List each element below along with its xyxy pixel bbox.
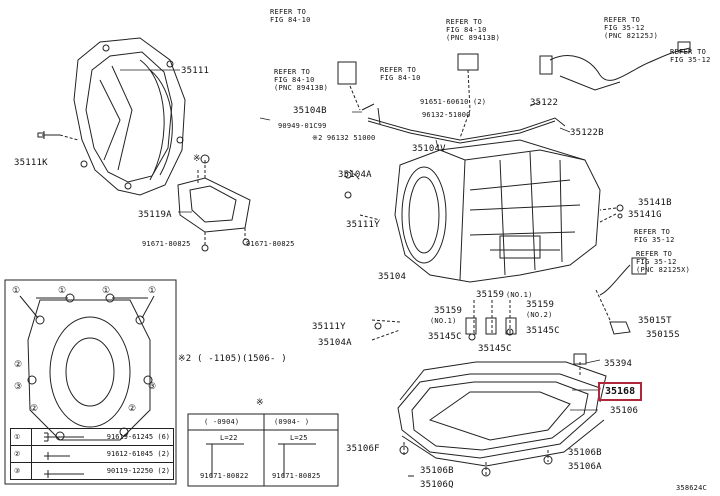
part-35145C-c: 35145C — [526, 326, 560, 336]
callout-1-c: ① — [58, 286, 67, 296]
note-2-marker: ※2 — [178, 354, 192, 364]
legend-num: ② — [10, 445, 32, 463]
part-35122: 35122 — [530, 98, 559, 108]
part-35159-b-sub: (NO.1) — [506, 291, 533, 299]
date-range-note: ※2 ( -1105)(1506- ) — [178, 354, 287, 364]
part-35104B: 35104B — [293, 106, 327, 116]
ref-fig-84-10-d: REFER TO FIG 84-10 — [380, 66, 421, 82]
part-35106Q: 35106Q — [420, 480, 454, 490]
ref-fig-84-10-b: REFER TO FIG 84-10 (PNC 89413B) — [446, 18, 501, 42]
callout-3-a: ③ — [14, 382, 23, 392]
ref-fig-35-12-a: REFER TO FIG 35-12 (PNC 82125J) — [604, 16, 659, 40]
bolt-91671-80822: 91671-80822 — [200, 472, 249, 480]
transmission-case-outline — [394, 139, 601, 283]
part-35106B-a: 35106B — [420, 466, 454, 476]
bell-housing-outline — [73, 37, 186, 196]
part-91671-left: 91671-80825 — [142, 240, 191, 248]
inset-header-a: ( -0904) — [204, 418, 240, 426]
bracket-outline — [177, 177, 251, 233]
part-35015T: 35015T — [638, 316, 672, 326]
part-35104V: 35104V — [412, 144, 446, 154]
part-35159-b: 35159 — [476, 290, 505, 300]
part-90949: 90949-01C99 — [278, 122, 327, 130]
part-35111K: 35111K — [14, 158, 48, 168]
part-35111Y-top: 35111Y — [346, 220, 380, 230]
legend-num: ③ — [10, 462, 32, 480]
legend-part: 91612-61045 (2) — [31, 445, 174, 463]
part-35159-c: 35159 — [526, 300, 555, 310]
legend-row: ② 91612-61045 (2) — [10, 445, 174, 463]
asterisk-note: ※ — [193, 154, 201, 164]
callout-2-a: ② — [14, 360, 23, 370]
callout-1-b: ① — [148, 286, 157, 296]
part-35111Y-bottom: 35111Y — [312, 322, 346, 332]
part-35015S: 35015S — [646, 330, 680, 340]
ref-fig-35-12-c: REFER TO FIG 35-12 — [634, 228, 675, 244]
part-35106: 35106 — [610, 406, 639, 416]
part-35119A: 35119A — [138, 210, 172, 220]
part-35104A-bottom: 35104A — [318, 338, 352, 348]
part-35106A: 35106A — [568, 462, 602, 472]
part-35159-c-sub: (NO.2) — [526, 311, 553, 319]
callout-2-b: ② — [30, 404, 39, 414]
legend-row: ① 91619-61245 (6) — [10, 428, 174, 446]
oil-pan-outline — [397, 373, 601, 459]
legend-num: ① — [10, 428, 32, 446]
fastener-legend: ① 91619-61245 (6) ② 91612-61045 (2) ③ 90… — [10, 428, 174, 480]
callout-1-a: ① — [12, 286, 21, 296]
legend-part: 91619-61245 (6) — [31, 428, 174, 446]
part-35141B: 35141B — [638, 198, 672, 208]
ref-fig-84-10-a: REFER TO FIG 84-10 — [270, 8, 311, 24]
part-35122B: 35122B — [570, 128, 604, 138]
ref-fig-35-12-b: REFER TO FIG 35-12 — [670, 48, 711, 64]
ref-fig-35-12-d: REFER TO FIG 35-12 (PNC 82125X) — [636, 250, 691, 274]
bolt-inset-frame — [187, 413, 339, 487]
callout-2-c: ② — [128, 404, 137, 414]
inset-star: ※ — [256, 398, 264, 408]
footer-code: 358624C — [676, 484, 707, 492]
part-35145C-a: 35145C — [428, 332, 462, 342]
legend-part: 90119-12250 (2) — [31, 462, 174, 480]
part-35111: 35111 — [181, 66, 210, 76]
part-96132-b: 96132-51000 — [422, 111, 471, 119]
part-91671-right: 91671-80825 — [246, 240, 295, 248]
part-35104: 35104 — [378, 272, 407, 282]
legend-row: ③ 90119-12250 (2) — [10, 462, 174, 480]
inset-frame — [4, 279, 177, 485]
part-35159-a: 35159 — [434, 306, 463, 316]
part-35159-a-sub: (NO.1) — [430, 317, 457, 325]
inset-header-b: (0904- ) — [274, 418, 310, 426]
part-35106B-b: 35106B — [568, 448, 602, 458]
part-96132-a: ※2 96132 51000 — [312, 134, 376, 142]
part-35168-highlight[interactable]: 35168 — [598, 382, 643, 401]
part-35141G: 35141G — [628, 210, 662, 220]
part-35394: 35394 — [604, 359, 633, 369]
callout-3-b: ③ — [148, 382, 157, 392]
bolt-91671-80825: 91671-80825 — [272, 472, 321, 480]
date-range-text: ( -1105)(1506- ) — [197, 354, 287, 364]
dim-l22: L=22 — [220, 434, 238, 442]
part-35106F: 35106F — [346, 444, 380, 454]
part-35145C-b: 35145C — [478, 344, 512, 354]
part-91651: 91651-60610 (2) — [420, 98, 487, 106]
dim-l25: L=25 — [290, 434, 308, 442]
part-35104A-top: 35104A — [338, 170, 372, 180]
ref-fig-84-10-c: REFER TO FIG 84-10 (PNC 89413B) — [274, 68, 329, 92]
callout-1-d: ① — [102, 286, 111, 296]
